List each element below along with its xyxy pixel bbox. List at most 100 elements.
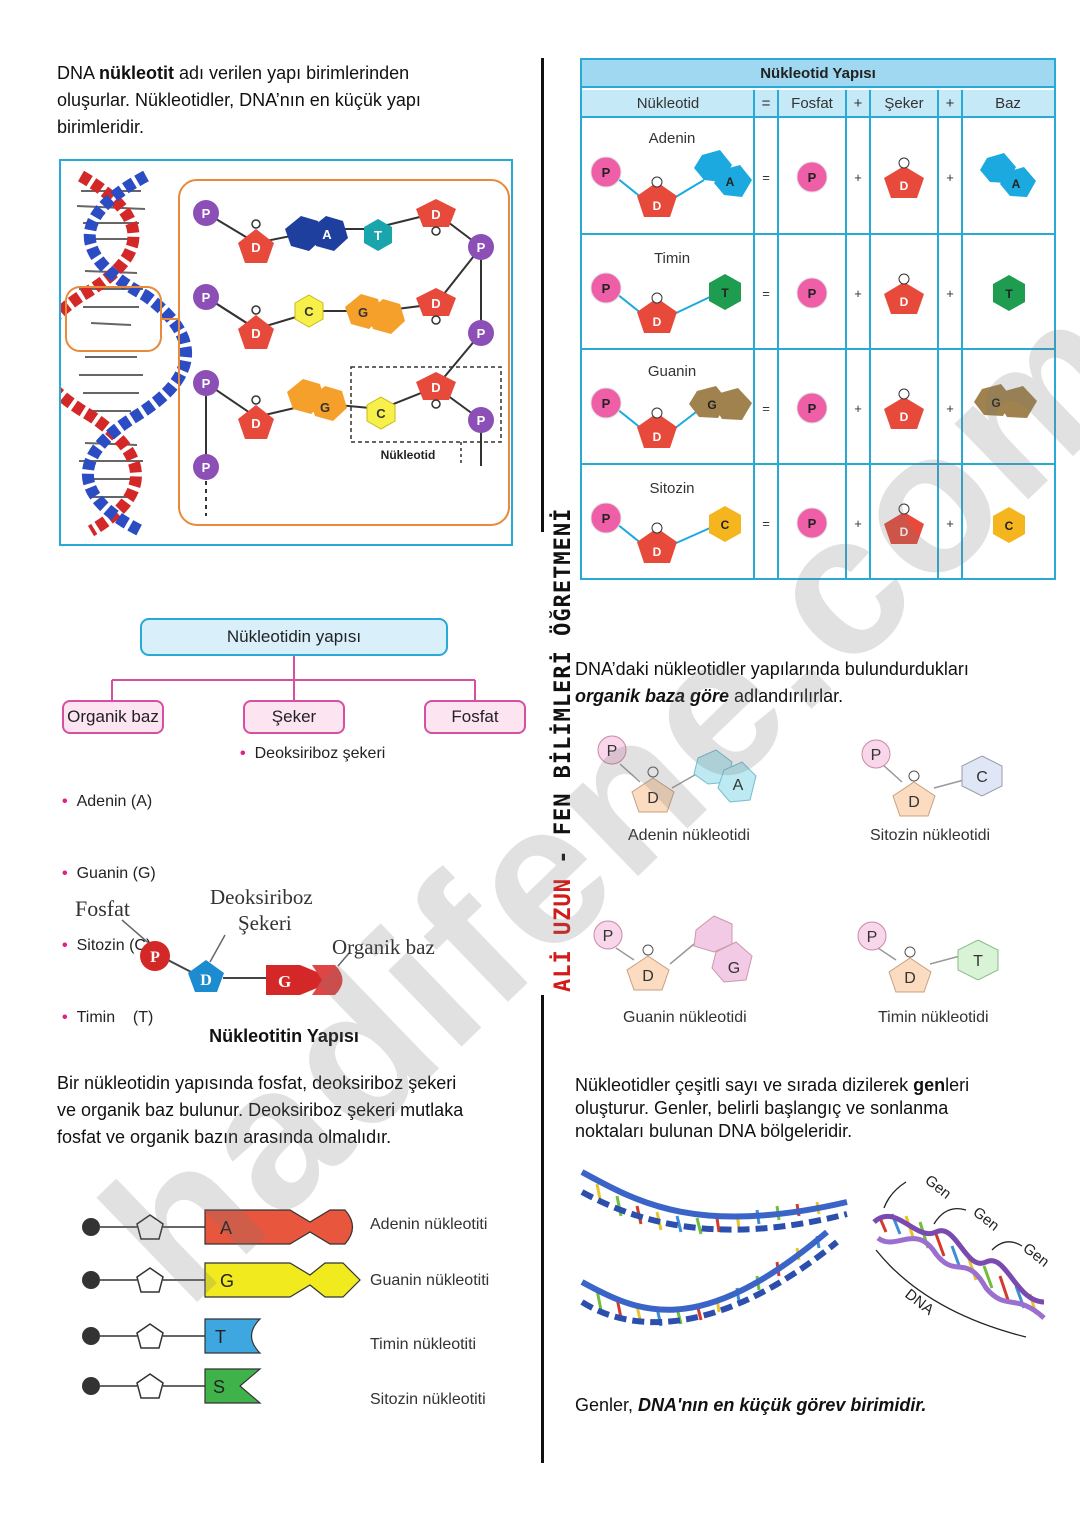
svg-text:P: P (202, 290, 211, 305)
header-phosphate: Fosfat (791, 95, 833, 112)
small-nucleotides-svg: D A D C D G (593, 735, 1003, 993)
organic-base-icon (266, 965, 322, 995)
svg-text:D: D (431, 207, 440, 222)
svg-text:T: T (215, 1327, 226, 1347)
svg-text:P: P (602, 511, 611, 526)
header-plus: + (945, 95, 955, 112)
svg-text:P: P (808, 170, 817, 185)
svg-text:=: = (762, 170, 770, 185)
intro-paragraph: DNA nükleotit adı verilen yapı birimleri… (57, 63, 421, 137)
tree-connectors (111, 654, 476, 700)
table-row-thymine: Timin P D T = P + D + T (582, 236, 1054, 350)
row-name: Timin (653, 250, 691, 267)
svg-text:A: A (322, 227, 332, 242)
svg-text:P: P (607, 743, 618, 760)
svg-text:T: T (374, 228, 382, 243)
gene-diagram: Gen Gen Gen DNA (866, 1162, 1056, 1342)
svg-text:G: G (320, 400, 330, 415)
table-header-row: Nükleotid = Fosfat + Şeker + Baz (582, 90, 1054, 118)
svg-text:=: = (762, 516, 770, 531)
deoxyribose-label-line1: Deoksiriboz (210, 885, 313, 909)
svg-text:P: P (150, 949, 160, 966)
table-row-guanine: Guanin P D G = P + D + G (582, 351, 1054, 465)
svg-text:D: D (653, 430, 662, 444)
svg-text:A: A (726, 175, 735, 189)
svg-text:+: + (854, 516, 862, 531)
svg-text:+: + (946, 516, 954, 531)
structure-caption: Nükleotitin Yapısı (209, 1026, 359, 1046)
svg-text:D: D (908, 794, 920, 811)
adenine-nucleotide-icon: D A (597, 735, 757, 813)
svg-text:D: D (900, 179, 909, 193)
svg-text:+: + (946, 286, 954, 301)
tree-node-phosphate: Fosfat (424, 700, 526, 734)
svg-text:P: P (477, 326, 486, 341)
svg-text:D: D (431, 296, 440, 311)
row-name: Sitozin (649, 480, 695, 497)
final-statement: Genler, DNA'nın en küçük görev birimidir… (575, 1395, 927, 1415)
svg-text:P: P (808, 401, 817, 416)
svg-text:P: P (867, 929, 878, 946)
svg-text:G: G (220, 1271, 234, 1291)
svg-text:D: D (647, 790, 659, 807)
row-name: Guanin (647, 363, 697, 380)
svg-text:P: P (477, 240, 486, 255)
svg-text:+: + (854, 170, 862, 185)
nucleotide-table: Nükleotid Yapısı Nükleotid = Fosfat + Şe… (580, 58, 1056, 580)
dna-strands-image (577, 1162, 852, 1352)
svg-text:G: G (728, 960, 740, 977)
svg-text:D: D (251, 240, 260, 255)
table-grid (582, 90, 1054, 578)
svg-text:+: + (854, 401, 862, 416)
svg-text:T: T (1005, 287, 1013, 301)
guanine-nucleotide-label: Guanin nükleotidi (623, 1009, 747, 1026)
shape-row-guanine: G (82, 1262, 361, 1298)
row-name: Adenin (648, 130, 696, 147)
zoom-box (178, 179, 510, 526)
svg-text:G: G (991, 396, 1000, 410)
header-base: Baz (995, 95, 1021, 112)
dna-strand-figure: P D A T D P P D C G D P P D G C (31, 159, 513, 546)
svg-text:=: = (762, 401, 770, 416)
svg-text:P: P (202, 376, 211, 391)
svg-text:P: P (871, 747, 882, 764)
gene-label: Gen (1020, 1240, 1053, 1271)
svg-text:D: D (431, 380, 440, 395)
svg-text:P: P (603, 928, 614, 945)
header-equals: = (761, 95, 771, 112)
table-row-adenine: Adenin P D A = P + D + A (582, 120, 1054, 234)
svg-text:P: P (808, 286, 817, 301)
svg-text:P: P (602, 396, 611, 411)
dna-figure-svg: P D A T D P P D C G D P P D G C (31, 170, 510, 537)
sugar-list: Deoksiriboz şekeri (240, 742, 386, 766)
shapes-svg: A G T S (82, 1209, 361, 1404)
header-sugar: Şeker (884, 95, 924, 112)
header-nucleotide: Nükleotid (636, 95, 700, 112)
thymine-nucleotide-label: Timin nükleotidi (878, 1009, 989, 1026)
nucleotide-shapes-list: A G T S Adenin nükleotiti Guanin nü (75, 1200, 515, 1415)
structure-paragraph: Bir nükleotidin yapısında fosfat, deoksi… (57, 1073, 464, 1147)
adenine-nucleotide-label: Adenin nükleotidi (628, 827, 750, 844)
svg-text:D: D (653, 545, 662, 559)
svg-text:P: P (202, 460, 211, 475)
svg-text:A: A (1012, 177, 1021, 191)
svg-text:+: + (854, 286, 862, 301)
column-divider-top (541, 58, 544, 532)
phosphate-icon (193, 200, 219, 226)
shape-label-cytosine: Sitozin nükleotiti (370, 1391, 486, 1408)
nucleotide-structure-figure: P D G Fosfat Deoksiriboz Şekeri Organik … (60, 880, 480, 1010)
naming-paragraph: DNA’daki nükleotidler yapılarında bulund… (575, 659, 969, 706)
svg-text:C: C (1005, 519, 1014, 533)
svg-text:D: D (642, 968, 654, 985)
svg-text:T: T (721, 286, 729, 300)
thymine-base-icon (364, 219, 392, 251)
gene-label: Gen (970, 1204, 1003, 1235)
column-divider-bottom (541, 995, 544, 1463)
svg-text:P: P (477, 413, 486, 428)
deoxyribose-icon (188, 960, 224, 992)
shape-row-adenine: A (82, 1209, 354, 1245)
svg-text:D: D (653, 315, 662, 329)
svg-text:D: D (904, 970, 916, 987)
svg-text:C: C (376, 406, 386, 421)
list-item: Timin (T) (62, 1006, 156, 1030)
